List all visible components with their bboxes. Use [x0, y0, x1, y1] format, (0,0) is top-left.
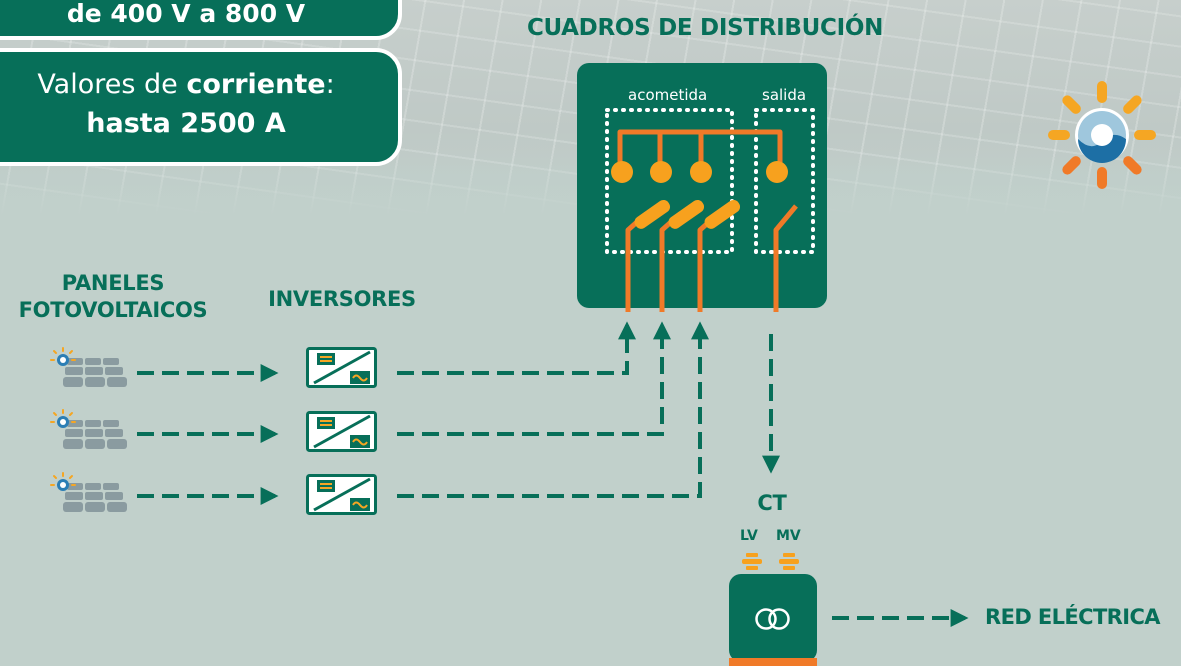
- fuse-holders: [634, 199, 741, 229]
- mv-label: MV: [776, 528, 801, 544]
- solar-panel-icon: [50, 347, 128, 388]
- voltage-callout: de 400 V a 800 V: [0, 0, 402, 40]
- current-label: Valores de corriente:: [37, 69, 335, 100]
- incoming-label: acometida: [628, 86, 708, 104]
- inverter-icon: [306, 347, 377, 388]
- ct-label: CT: [757, 491, 787, 515]
- solar-panel-icon: [50, 472, 128, 513]
- breaker-contacts: [611, 161, 788, 183]
- inverters-label: INVERSORES: [268, 287, 416, 311]
- lv-label: LV: [740, 528, 758, 544]
- current-value: hasta 2500 A: [86, 108, 286, 139]
- inverter-icon: [306, 474, 377, 515]
- busbar: [617, 129, 783, 165]
- panels-label: PANELES FOTOVOLTAICOS: [18, 271, 208, 322]
- panel-to-inverter-lines: [137, 364, 279, 505]
- transformer-icon: [729, 574, 817, 666]
- ct-bushings: [742, 553, 799, 570]
- voltage-range-text: de 400 V a 800 V: [66, 0, 306, 28]
- outgoing-label: salida: [762, 86, 807, 104]
- distribution-cabinet: [577, 63, 827, 312]
- inverter-icon: [306, 411, 377, 452]
- brand-sun-logo-icon: [1048, 81, 1156, 189]
- solar-panel-icon: [50, 409, 128, 450]
- inverter-to-cabinet-lines: [397, 321, 709, 498]
- distribution-boards-title: CUADROS DE DISTRIBUCIÓN: [526, 15, 884, 41]
- grid-label: RED ELÉCTRICA: [985, 605, 1161, 629]
- current-callout: Valores de corriente: hasta 2500 A: [0, 48, 402, 166]
